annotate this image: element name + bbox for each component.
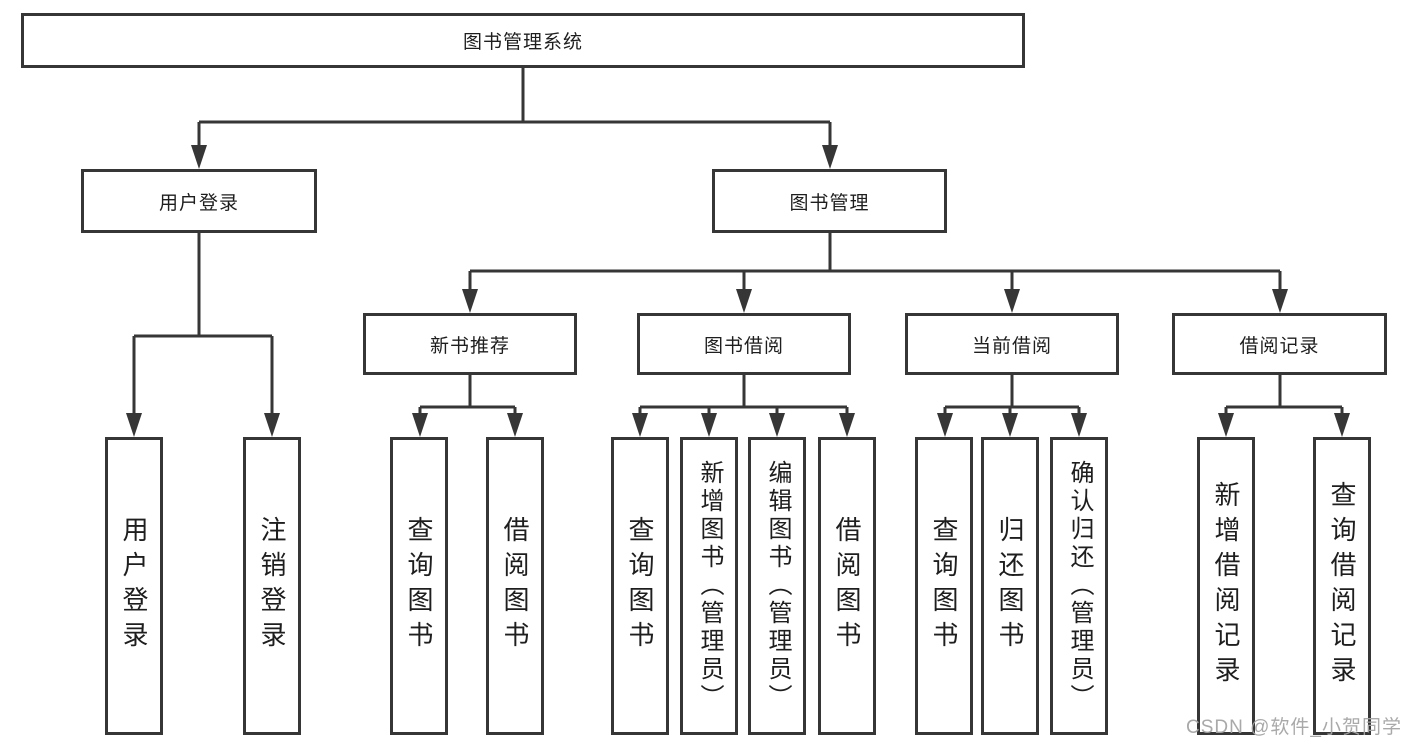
leaf-return-books-label: 归还图书 [995,516,1025,656]
leaf-borrow-books-label: 借阅图书 [500,516,530,656]
node-new-book-recommend: 新书推荐 [363,313,577,375]
node-current-borrow: 当前借阅 [905,313,1119,375]
watermark: CSDN @软件_小贺同学 [1186,717,1402,738]
leaf-edit-books-admin: 编辑图书（管理员） [748,437,806,735]
leaf-add-borrow-record: 新增借阅记录 [1197,437,1255,735]
leaf-user-login-label: 用户登录 [119,516,149,656]
node-user-login: 用户登录 [81,169,317,233]
leaf-query-borrow-record-label: 查询借阅记录 [1327,481,1357,691]
leaf-return-books: 归还图书 [981,437,1039,735]
node-root-label: 图书管理系统 [462,32,583,53]
leaf-logout-label: 注销登录 [257,516,287,656]
leaf-query-books-label: 查询图书 [625,516,655,656]
leaf-query-books: 查询图书 [915,437,973,735]
leaf-query-borrow-record: 查询借阅记录 [1313,437,1371,735]
leaf-borrow-books: 借阅图书 [486,437,544,735]
leaf-query-books: 查询图书 [611,437,669,735]
node-borrow-records-label: 借阅记录 [1239,335,1320,357]
leaf-query-books-label: 查询图书 [929,516,959,656]
leaf-edit-books-admin-label: 编辑图书（管理员） [764,460,791,712]
leaf-add-books-admin: 新增图书（管理员） [680,437,738,735]
leaf-user-login: 用户登录 [105,437,163,735]
node-new-book-recommend-label: 新书推荐 [429,335,510,357]
leaf-borrow-books-label: 借阅图书 [832,516,862,656]
leaf-confirm-return-admin: 确认归还（管理员） [1050,437,1108,735]
node-root: 图书管理系统 [21,13,1025,68]
node-book-management: 图书管理 [712,169,947,233]
node-user-login-label: 用户登录 [158,192,239,214]
node-book-management-label: 图书管理 [789,192,870,214]
node-borrow-records: 借阅记录 [1172,313,1387,375]
node-book-borrow-label: 图书借阅 [703,335,784,357]
leaf-borrow-books: 借阅图书 [818,437,876,735]
leaf-query-books: 查询图书 [390,437,448,735]
leaf-confirm-return-admin-label: 确认归还（管理员） [1066,460,1093,712]
leaf-logout: 注销登录 [243,437,301,735]
node-book-borrow: 图书借阅 [637,313,851,375]
leaf-query-books-label: 查询图书 [404,516,434,656]
leaf-add-borrow-record-label: 新增借阅记录 [1211,481,1241,691]
leaf-add-books-admin-label: 新增图书（管理员） [696,460,723,712]
node-current-borrow-label: 当前借阅 [971,335,1052,357]
